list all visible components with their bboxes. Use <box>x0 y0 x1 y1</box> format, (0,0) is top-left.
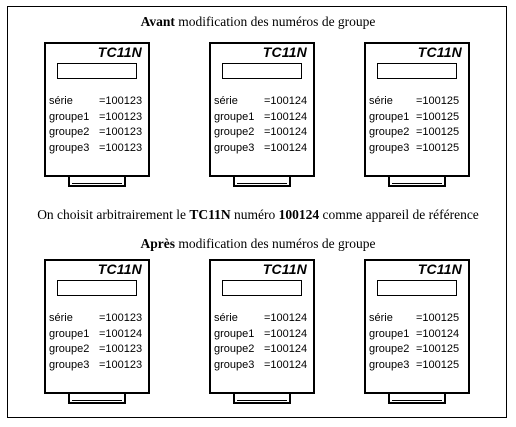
device-model-label: TC11N <box>97 44 142 60</box>
device-model-label: TC11N <box>262 44 307 60</box>
device-base <box>388 394 446 404</box>
device-before-1: TC11N série=100123 groupe1=100123 groupe… <box>44 42 150 177</box>
device-model-label: TC11N <box>417 261 462 277</box>
device-base <box>233 394 291 404</box>
device-base <box>233 177 291 187</box>
device-before-2: TC11N série=100124 groupe1=100124 groupe… <box>209 42 315 177</box>
device-after-2: TC11N série=100124 groupe1=100124 groupe… <box>209 259 315 394</box>
after-heading: Après modification des numéros de groupe <box>140 236 376 251</box>
device-display <box>222 280 302 296</box>
device-display <box>377 63 457 79</box>
device-model-label: TC11N <box>97 261 142 277</box>
device-display <box>57 63 137 79</box>
device-display <box>377 280 457 296</box>
device-display <box>57 280 137 296</box>
device-after-3: TC11N série=100125 groupe1=100124 groupe… <box>364 259 470 394</box>
device-model-label: TC11N <box>417 44 462 60</box>
device-base <box>388 177 446 187</box>
before-heading: Avant modification des numéros de groupe <box>140 14 376 29</box>
device-after-1: TC11N série=100123 groupe1=100124 groupe… <box>44 259 150 394</box>
device-model-label: TC11N <box>262 261 307 277</box>
device-display <box>222 63 302 79</box>
reference-note: On choisit arbitrairement le TC11N numér… <box>37 207 479 222</box>
device-base <box>68 177 126 187</box>
device-before-3: TC11N série=100125 groupe1=100125 groupe… <box>364 42 470 177</box>
device-base <box>68 394 126 404</box>
figure-frame <box>7 6 507 418</box>
